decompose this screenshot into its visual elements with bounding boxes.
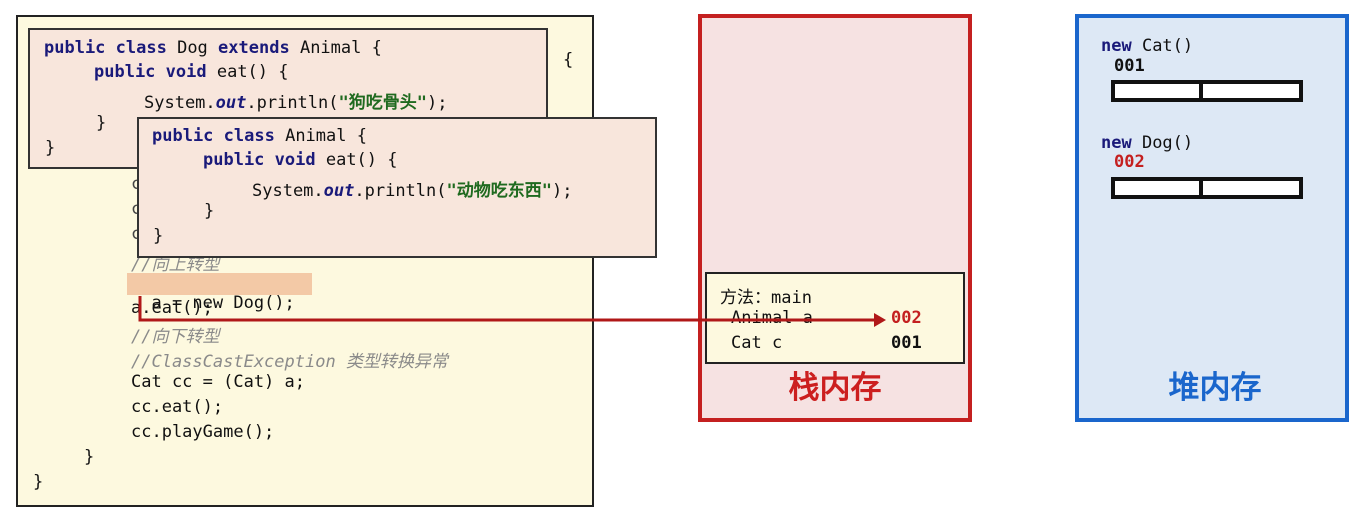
heap-obj-cat-addr: 001 [1114, 56, 1145, 76]
stack-var-animal-a-value: 002 [891, 308, 922, 328]
stack-memory-label: 栈内存 [788, 370, 882, 406]
out-text: out [215, 93, 247, 113]
dog-close-method: } [96, 113, 107, 133]
animal-method-decl: public void eat() { [203, 150, 398, 170]
heap-obj-cat-box [1111, 80, 1303, 102]
code-line-cc-eat: cc.eat(); [131, 397, 224, 417]
println-text: .println( [354, 181, 447, 201]
println-text: .println( [246, 93, 339, 113]
dog-class-decl: public class Dog extends Animal { [44, 38, 382, 58]
animal-close-method: } [204, 201, 215, 221]
stack-var-cat-c: Cat c [731, 333, 783, 353]
heap-obj-cat-label: new Cat() [1101, 36, 1193, 56]
class-name-animal: Animal { [285, 126, 367, 146]
method-eat: eat() { [216, 62, 289, 82]
comment-classcast: //ClassCastException 类型转换异常 [131, 352, 448, 372]
comment-downcast: //向下转型 [131, 327, 220, 347]
frame-title: 方法：main [720, 288, 812, 308]
reference-arrow [138, 296, 876, 322]
code-a-assign: a = new Dog(); [151, 293, 295, 313]
system-text: System. [144, 93, 216, 113]
animal-println: System.out.println("动物吃东西"); [252, 176, 572, 201]
stack-var-animal-a: Animal a [731, 308, 813, 328]
code-line-a-eat: a.eat(); [131, 298, 213, 318]
kw-extends: extends [218, 38, 290, 58]
partial-char-3: c [131, 224, 141, 244]
animal-class-panel [137, 117, 657, 258]
dog-println: System.out.println("狗吃骨头"); [144, 88, 447, 113]
partial-char-1: c [131, 174, 141, 194]
dog-close-class: } [45, 138, 56, 158]
string-literal: "狗吃骨头" [338, 93, 427, 113]
out-text: out [323, 181, 355, 201]
close-class-brace: } [33, 472, 44, 492]
close-method-brace: } [84, 447, 95, 467]
partial-char-2: c [131, 199, 141, 219]
brace-top: { [563, 50, 574, 70]
kw-public-class: public class [44, 38, 167, 58]
heap-obj-dog-label: new Dog() [1101, 133, 1193, 153]
heap-obj-dog-box [1111, 177, 1303, 199]
stmt-end: ); [551, 181, 573, 201]
arrow-head [874, 313, 886, 327]
stmt-end: ); [426, 93, 448, 113]
kw-public-void: public void [94, 62, 207, 82]
kw-new: new [1101, 36, 1142, 56]
code-line-cast: Cat cc = (Cat) a; [131, 372, 305, 392]
method-eat: eat() { [325, 150, 398, 170]
code-line-cc-playgame: cc.playGame(); [131, 422, 275, 442]
heap-memory-label: 堆内存 [1168, 370, 1262, 406]
obj-type-cat: Cat() [1141, 36, 1194, 56]
dog-method-decl: public void eat() { [94, 62, 289, 82]
string-literal: "动物吃东西" [446, 181, 552, 201]
code-line-new-dog: a = new Dog(); [131, 273, 295, 313]
kw-new: new [1101, 133, 1142, 153]
kw-public-class: public class [152, 126, 275, 146]
obj-type-dog: Dog() [1141, 133, 1194, 153]
stack-var-cat-c-value: 001 [891, 333, 922, 353]
kw-public-void: public void [203, 150, 316, 170]
line-highlight [127, 273, 312, 295]
system-text: System. [252, 181, 324, 201]
parent-class-name: Animal [299, 38, 362, 58]
animal-close-class: } [153, 226, 164, 246]
class-name-dog: Dog [177, 38, 208, 58]
comment-upcast: //向上转型 [131, 255, 220, 275]
heap-obj-dog-addr: 002 [1114, 152, 1145, 172]
animal-class-decl: public class Animal { [152, 126, 367, 146]
open-brace: { [371, 38, 382, 58]
main-stack-frame [705, 272, 965, 364]
